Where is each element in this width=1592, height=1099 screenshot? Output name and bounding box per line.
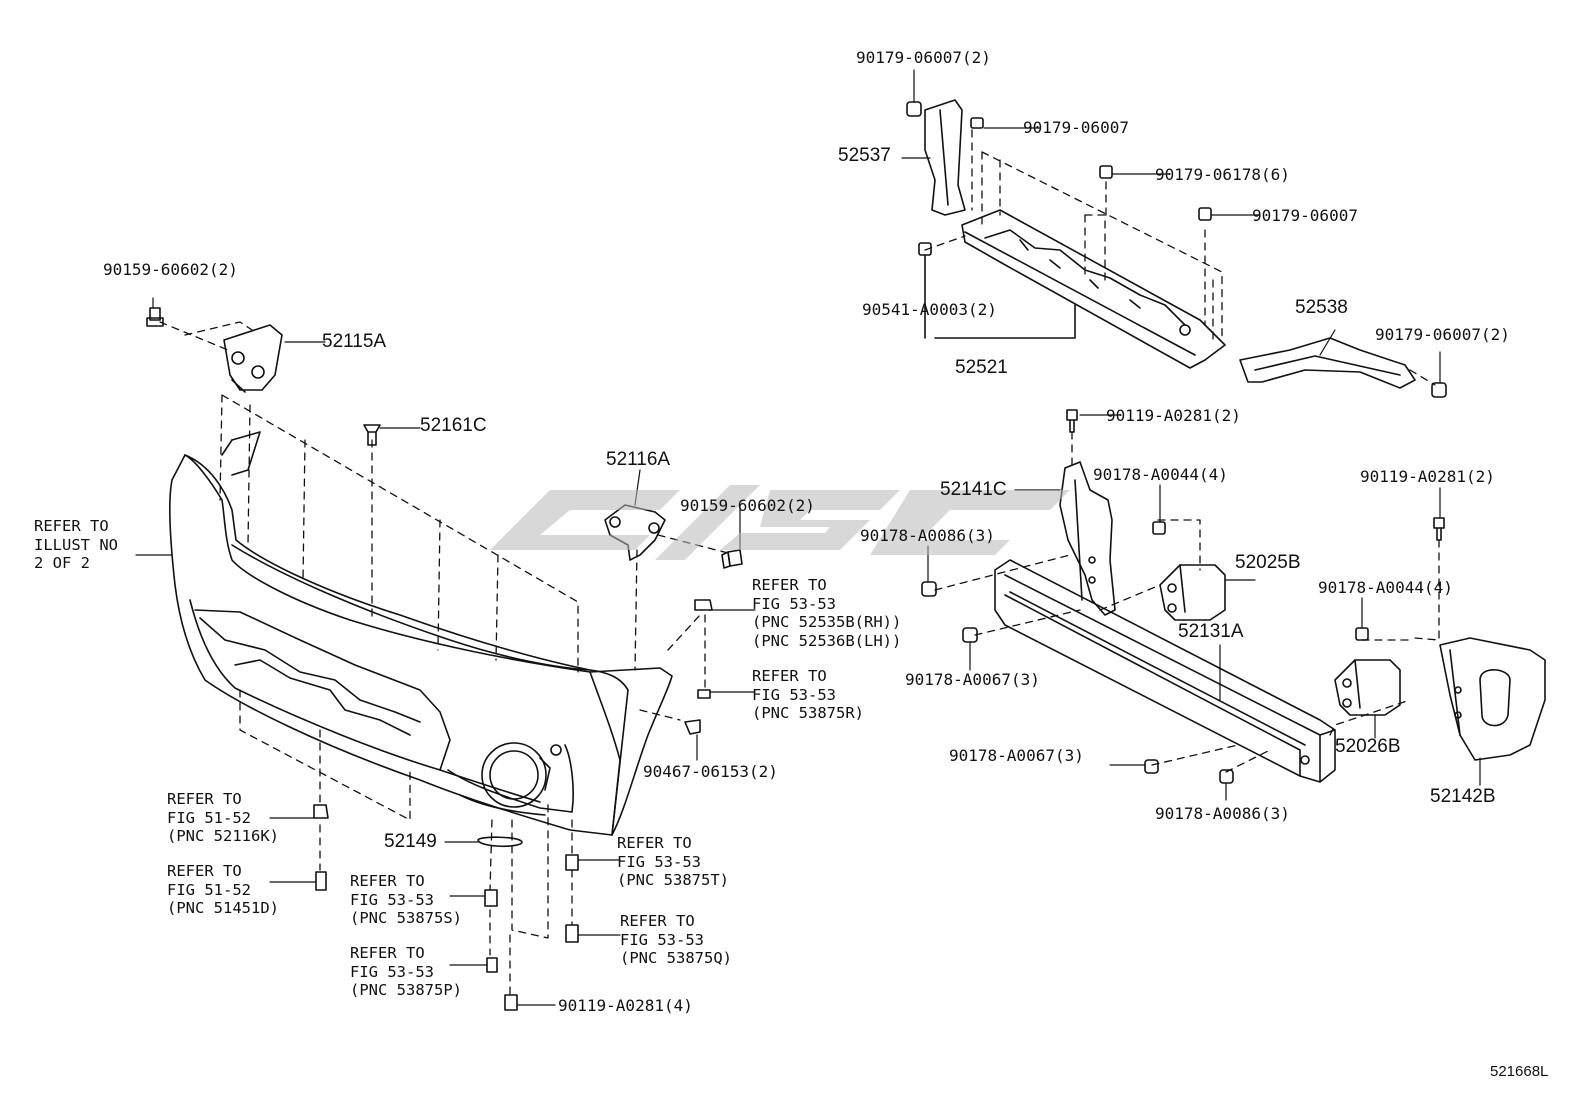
stay-52026b bbox=[1334, 659, 1401, 716]
reinforcement-52521 bbox=[961, 209, 1226, 369]
label-90179-06007-2-right: 90179-06007(2) bbox=[1375, 325, 1510, 344]
leader-52538 bbox=[1409, 369, 1436, 386]
label-refer-51451d: REFER TO FIG 51-52 (PNC 51451D) bbox=[167, 862, 279, 917]
label-52538: 52538 bbox=[1295, 297, 1348, 318]
label-90179-06178-6: 90179-06178(6) bbox=[1155, 165, 1290, 184]
bumper-cover bbox=[169, 431, 673, 836]
label-90179-06007-upper: 90179-06007 bbox=[1023, 118, 1129, 137]
label-52141c: 52141C bbox=[940, 479, 1007, 500]
label-refer-53875r: REFER TO FIG 53-53 (PNC 53875R) bbox=[752, 667, 864, 722]
diagram-code: 521668L bbox=[1490, 1063, 1549, 1080]
label-90119-a0281-4: 90119-A0281(4) bbox=[558, 996, 693, 1015]
label-refer-53875q: REFER TO FIG 53-53 (PNC 53875Q) bbox=[620, 912, 732, 967]
label-90119-a0281-2-right: 90119-A0281(2) bbox=[1360, 467, 1495, 486]
label-90178-a0044-4-center: 90178-A0044(4) bbox=[1093, 465, 1228, 484]
label-refer-53875p: REFER TO FIG 53-53 (PNC 53875P) bbox=[350, 944, 462, 999]
label-90119-a0281-2-center: 90119-A0281(2) bbox=[1106, 406, 1241, 425]
label-90178-a0086-3-lower: 90178-A0086(3) bbox=[1155, 804, 1290, 823]
label-90178-a0086-3-left: 90178-A0086(3) bbox=[860, 526, 995, 545]
label-52142b: 52142B bbox=[1430, 786, 1496, 807]
bracket-52142b bbox=[1439, 637, 1546, 761]
label-refer-illust-2-of-2: REFER TO ILLUST NO 2 OF 2 bbox=[34, 517, 118, 572]
label-52161c: 52161C bbox=[420, 415, 487, 436]
label-52521: 52521 bbox=[955, 357, 1008, 378]
label-refer-52116k: REFER TO FIG 51-52 (PNC 52116K) bbox=[167, 790, 279, 845]
bracket-52115a bbox=[223, 324, 283, 393]
bracket-52141c bbox=[1059, 461, 1116, 616]
label-90179-06007-mid: 90179-06007 bbox=[1252, 206, 1358, 225]
nuts-upper bbox=[906, 101, 1447, 398]
label-90159-60602-2-right: 90159-60602(2) bbox=[680, 496, 815, 515]
bracket-52538 bbox=[1239, 337, 1416, 389]
label-90159-60602-2-left: 90159-60602(2) bbox=[103, 260, 238, 279]
clip-52161c bbox=[363, 424, 381, 446]
label-refer-52535b: REFER TO FIG 53-53 (PNC 52535B(RH)) (PNC… bbox=[752, 576, 902, 650]
label-52116a: 52116A bbox=[606, 449, 671, 470]
label-refer-53875s: REFER TO FIG 53-53 (PNC 53875S) bbox=[350, 872, 462, 927]
label-90179-06007-2-top: 90179-06007(2) bbox=[856, 48, 991, 67]
stay-52025b bbox=[1159, 564, 1226, 621]
label-52115a: 52115A bbox=[322, 331, 387, 352]
label-90541-a0003-2: 90541-A0003(2) bbox=[862, 300, 997, 319]
label-90467-06153-2: 90467-06153(2) bbox=[643, 762, 778, 781]
label-90178-a0044-4-right: 90178-A0044(4) bbox=[1318, 578, 1453, 597]
label-52025b: 52025B bbox=[1235, 552, 1301, 573]
label-52131a: 52131A bbox=[1178, 621, 1244, 642]
bolt-90159-right bbox=[721, 549, 743, 569]
label-90178-a0067-3-lower: 90178-A0067(3) bbox=[949, 746, 1084, 765]
leader-52521 bbox=[934, 304, 1076, 339]
label-90178-a0067-3-upper: 90178-A0067(3) bbox=[905, 670, 1040, 689]
reinforcement-52131a bbox=[994, 559, 1336, 783]
watermark-logo bbox=[490, 485, 1070, 560]
leader-lines-left bbox=[159, 321, 729, 996]
label-52537: 52537 bbox=[838, 145, 891, 166]
label-leaders bbox=[135, 69, 1481, 1006]
small-fasteners bbox=[313, 599, 713, 1011]
label-52026b: 52026B bbox=[1335, 736, 1401, 757]
bolt-90159-left bbox=[146, 307, 164, 327]
label-refer-53875t: REFER TO FIG 53-53 (PNC 53875T) bbox=[617, 834, 729, 889]
leader-lines-right bbox=[934, 431, 1440, 773]
bracket-52537 bbox=[924, 99, 966, 216]
label-52149: 52149 bbox=[384, 831, 437, 852]
